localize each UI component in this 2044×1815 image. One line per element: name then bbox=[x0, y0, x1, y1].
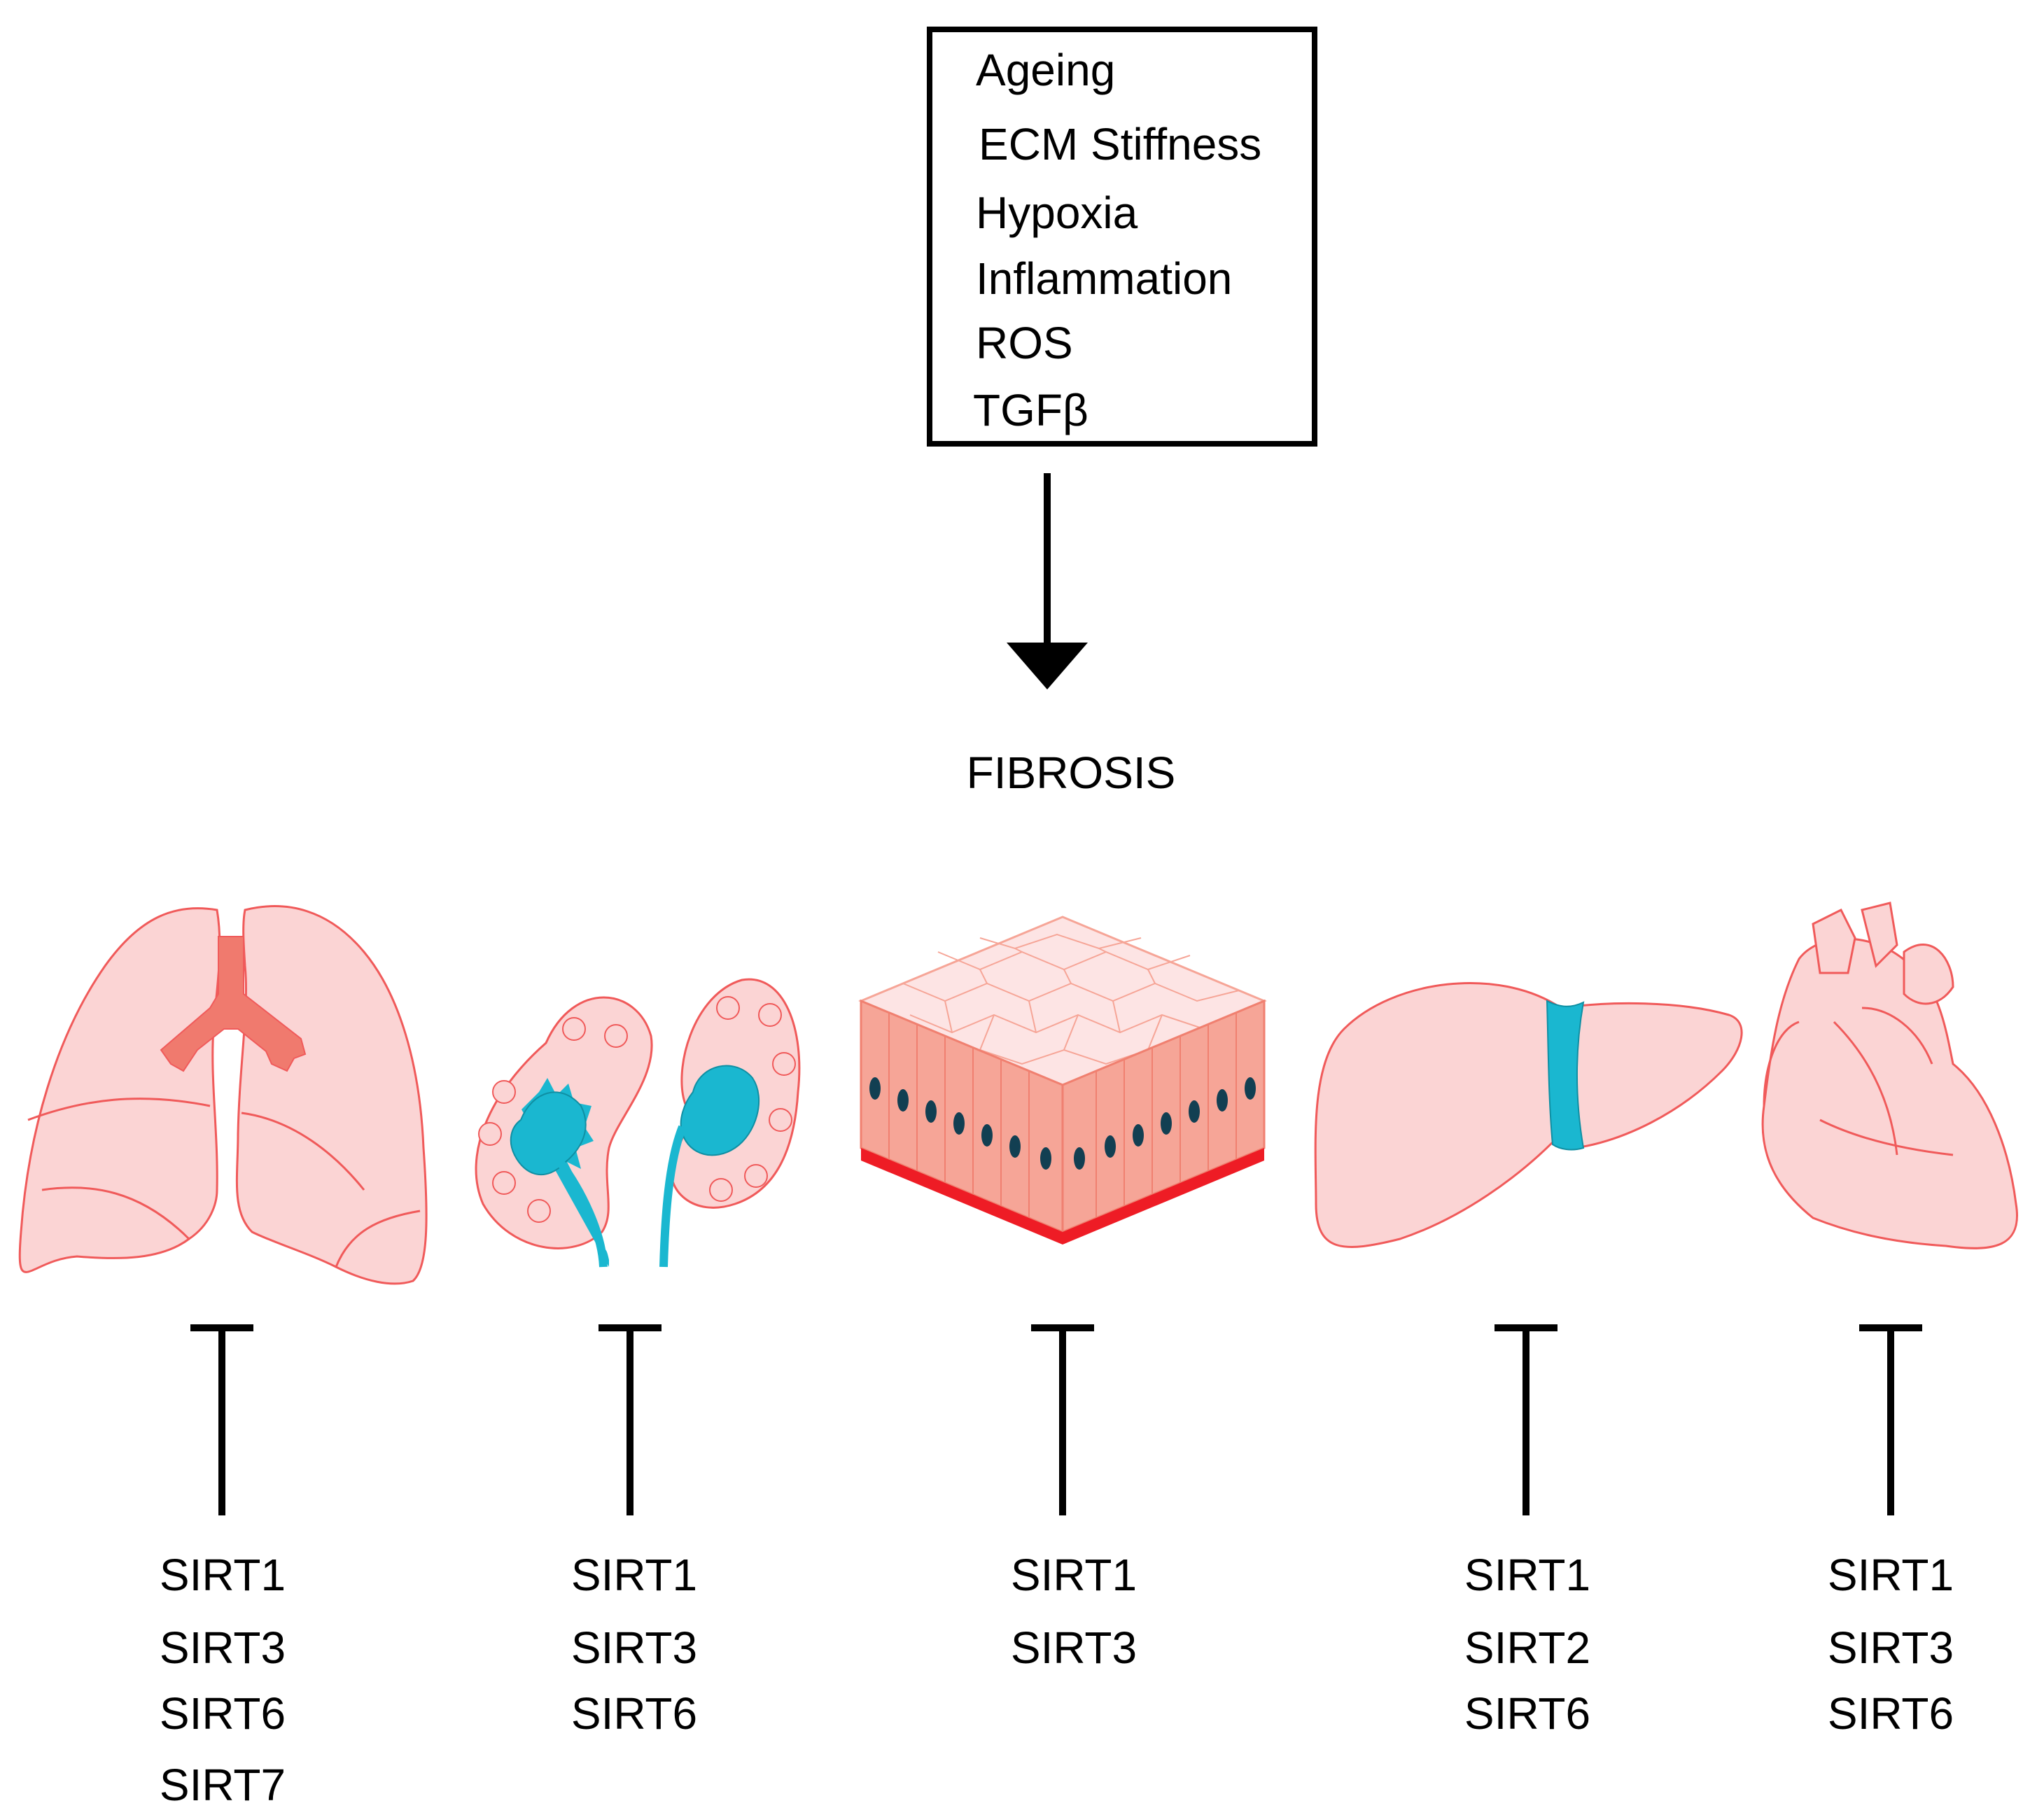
sirtuin-label: SIRT1 bbox=[1010, 1550, 1138, 1600]
sirtuin-label: SIRT2 bbox=[1464, 1623, 1591, 1673]
sirtuin-label: SIRT1 bbox=[159, 1550, 286, 1600]
sirtuin-label: SIRT1 bbox=[570, 1550, 698, 1600]
sirtuin-label: SIRT3 bbox=[159, 1623, 286, 1673]
induces-arrow bbox=[1007, 473, 1088, 689]
kidney-icon bbox=[475, 978, 801, 1268]
inhibit-kidney-icon bbox=[598, 1324, 662, 1515]
inhibition-bars bbox=[190, 1324, 1922, 1515]
lung-icon bbox=[18, 905, 428, 1285]
sirtuin-label: SIRT6 bbox=[1464, 1688, 1591, 1739]
sirtuin-label: SIRT6 bbox=[159, 1688, 286, 1739]
factor-ecm-stiffness: ECM Stiffness bbox=[979, 119, 1262, 169]
inhibit-lung-icon bbox=[190, 1324, 253, 1515]
factor-tgfb: TGFβ bbox=[973, 385, 1088, 435]
factor-ageing: Ageing bbox=[976, 45, 1116, 95]
inhibit-skin-icon bbox=[1031, 1324, 1094, 1515]
sirtuin-label: SIRT3 bbox=[1827, 1623, 1954, 1673]
factor-inflammation: Inflammation bbox=[976, 253, 1233, 304]
sirtuin-label: SIRT7 bbox=[159, 1760, 286, 1810]
inhibit-liver-icon bbox=[1494, 1324, 1558, 1515]
factor-hypoxia: Hypoxia bbox=[976, 188, 1138, 238]
sirtuin-label: SIRT3 bbox=[570, 1623, 698, 1673]
sirtuin-label: SIRT1 bbox=[1827, 1550, 1954, 1600]
sirtuin-label: SIRT6 bbox=[1827, 1688, 1954, 1739]
fibrosis-label: FIBROSIS bbox=[966, 748, 1176, 798]
sirtuin-label: SIRT6 bbox=[570, 1688, 698, 1739]
sirtuin-label: SIRT3 bbox=[1010, 1623, 1138, 1673]
heart-icon bbox=[1761, 902, 2018, 1249]
inhibit-heart-icon bbox=[1859, 1324, 1922, 1515]
fibrosis-factors-box: Ageing ECM Stiffness Hypoxia Inflammatio… bbox=[927, 27, 1317, 447]
factor-ros: ROS bbox=[976, 318, 1073, 368]
skin-icon bbox=[858, 916, 1267, 1245]
sirtuin-label: SIRT1 bbox=[1464, 1550, 1591, 1600]
liver-icon bbox=[1314, 982, 1743, 1248]
